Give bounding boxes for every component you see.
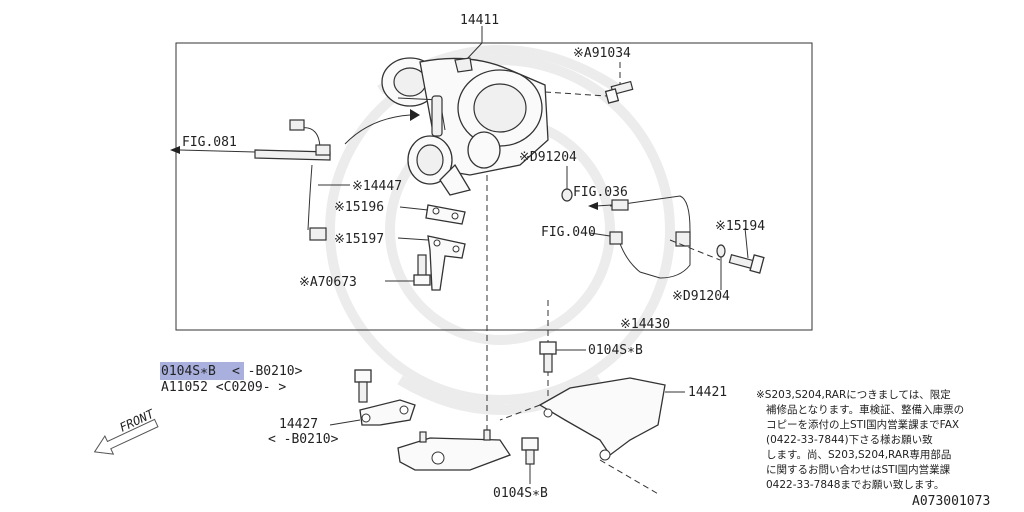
stud-a91034-part[interactable]: [604, 80, 634, 104]
label-bolt-alt[interactable]: A11052 <C0209- >: [161, 380, 286, 395]
bracket-14427-part[interactable]: [359, 399, 416, 426]
hose-14447-part[interactable]: [254, 119, 331, 241]
washer-d91204-bottom-part[interactable]: [716, 244, 726, 258]
label-15194[interactable]: ※15194: [715, 219, 765, 234]
front-arrow-icon: [93, 418, 159, 455]
pointer-arrow: [344, 114, 411, 145]
label-d91204-bottom[interactable]: ※D91204: [672, 289, 730, 304]
bolt-0104sb-bottom-part[interactable]: [521, 437, 539, 465]
label-14411[interactable]: 14411: [460, 13, 499, 28]
assembly-frame: [175, 42, 813, 331]
note-line-2: 補修品となります。車検証、整備入庫票の: [766, 403, 964, 416]
note-line-5: します。尚、S203,S204,RAR専用部品: [766, 448, 951, 461]
bolt-0104sb-right-part[interactable]: [539, 341, 557, 373]
label-bolt-highlight-range: < -B0210>: [232, 364, 303, 379]
label-fig081[interactable]: FIG.081: [182, 135, 237, 150]
label-a91034[interactable]: ※A91034: [573, 46, 631, 61]
bolt-15194-part[interactable]: [728, 254, 765, 274]
label-d91204-top[interactable]: ※D91204: [519, 150, 577, 165]
stud-a70673-part[interactable]: [413, 254, 431, 286]
label-fig040[interactable]: FIG.040: [541, 225, 596, 240]
bracket-14421-part[interactable]: [538, 377, 666, 461]
label-14427-range: < -B0210>: [268, 432, 339, 447]
label-14447[interactable]: ※14447: [352, 179, 402, 194]
label-15197[interactable]: ※15197: [334, 232, 384, 247]
label-14427[interactable]: 14427: [279, 417, 318, 432]
label-14421[interactable]: 14421: [688, 385, 727, 400]
note-line-7: 0422-33-7848までお願い致します。: [766, 478, 944, 491]
label-bolt-bottom[interactable]: 0104S∗B: [493, 486, 548, 501]
diagram-id: A073001073: [912, 494, 990, 509]
gasket-15196-part[interactable]: [425, 204, 466, 225]
label-fig036[interactable]: FIG.036: [573, 185, 628, 200]
restriction-note: ※S203,S204,RARにつきましては、限定 補修品となります。車検証、整備…: [756, 388, 964, 491]
note-line-4: (0422-33-7844)下さる様お願い致: [766, 433, 933, 446]
note-line-3: コピーを添付の上STI国内営業課までFAX: [766, 418, 959, 431]
flange-plate-part[interactable]: [397, 429, 511, 471]
washer-d91204-top-part[interactable]: [561, 188, 573, 202]
selected-part-highlight[interactable]: [160, 362, 244, 380]
label-15196[interactable]: ※15196: [334, 200, 384, 215]
turbocharger-part[interactable]: [381, 57, 549, 196]
note-line-6: に関するお問い合わせはSTI国内営業課: [766, 463, 951, 476]
gasket-15197-part[interactable]: [427, 235, 466, 291]
bolt-0104sb-left-part[interactable]: [354, 369, 372, 403]
label-14430[interactable]: ※14430: [620, 317, 670, 332]
pipe-14430-part[interactable]: [609, 195, 691, 279]
label-bolt-highlight[interactable]: 0104S∗B: [161, 364, 216, 379]
note-line-1: ※S203,S204,RARにつきましては、限定: [756, 388, 951, 401]
label-a70673[interactable]: ※A70673: [299, 275, 357, 290]
label-bolt-right[interactable]: 0104S∗B: [588, 343, 643, 358]
